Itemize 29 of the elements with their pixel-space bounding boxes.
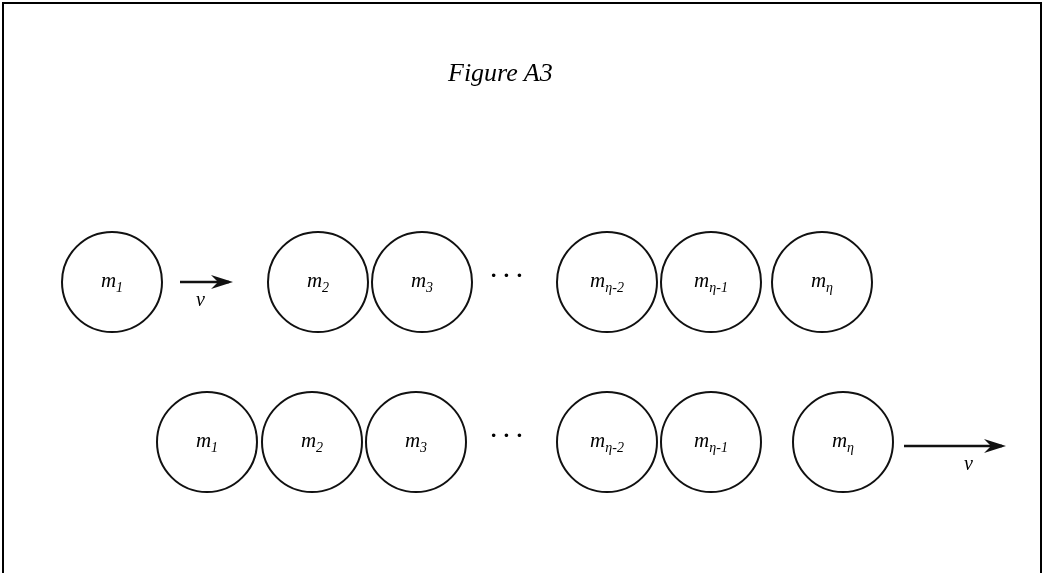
mass-label: m$_{η-1}$ <box>694 427 728 457</box>
mass-circle <box>556 231 658 333</box>
mass-circle <box>792 391 894 493</box>
ellipsis: · · · <box>490 262 523 288</box>
figure-title: Figure A3 <box>448 58 553 88</box>
mass-label: m$_{1}$ <box>100 267 124 297</box>
mass-circle <box>261 391 363 493</box>
ellipsis: · · · <box>490 422 523 448</box>
mass-circle <box>365 391 467 493</box>
mass-label: m$_{1}$ <box>195 427 219 457</box>
mass-circle <box>156 391 258 493</box>
mass-label: m$_{η}$ <box>810 267 834 297</box>
mass-label: m$_{2}$ <box>306 267 330 297</box>
mass-circle <box>267 231 369 333</box>
mass-circle <box>371 231 473 333</box>
mass-circle <box>61 231 163 333</box>
mass-label: m$_{η-2}$ <box>590 267 624 297</box>
mass-label: m$_{η}$ <box>831 427 855 457</box>
mass-circle <box>556 391 658 493</box>
mass-label: m$_{3}$ <box>404 427 428 457</box>
mass-label: m$_{3}$ <box>410 267 434 297</box>
mass-circle <box>771 231 873 333</box>
mass-circle <box>660 231 762 333</box>
mass-label: m$_{2}$ <box>300 427 324 457</box>
velocity-label: v <box>196 288 205 311</box>
velocity-label: v <box>964 452 973 475</box>
mass-label: m$_{η-2}$ <box>590 427 624 457</box>
mass-circle <box>660 391 762 493</box>
mass-label: m$_{η-1}$ <box>694 267 728 297</box>
